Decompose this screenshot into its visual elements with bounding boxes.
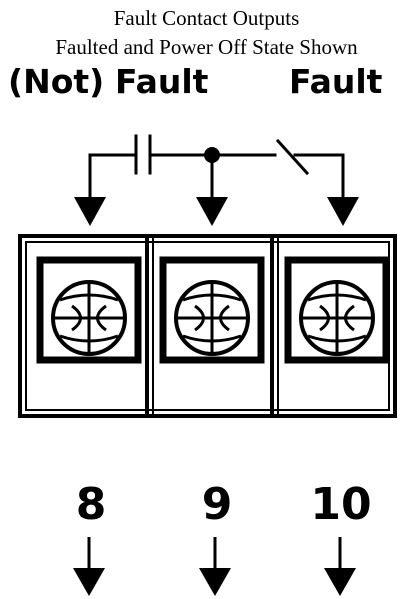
arrow-down-icon <box>196 197 228 226</box>
common-junction-dot <box>204 147 220 163</box>
terminal-number-8: 8 <box>75 479 107 530</box>
terminal-10 <box>284 256 390 364</box>
output-arrows <box>73 537 356 596</box>
screw-icon <box>174 280 250 356</box>
terminal-number-9: 9 <box>201 479 233 530</box>
arrow-down-icon <box>73 568 105 596</box>
terminal-8 <box>36 256 142 364</box>
arrow-down-icon <box>199 568 231 596</box>
not-label: (Not) <box>8 62 105 101</box>
closed-fault-contact-label: Fault <box>289 62 383 101</box>
terminal-9 <box>159 256 265 364</box>
closed-contact-bar <box>275 138 310 176</box>
open-fault-contact-label: Fault <box>115 62 209 101</box>
arrow-down-icon <box>324 568 356 596</box>
screw-icon <box>51 280 127 356</box>
screw-icon <box>299 280 375 356</box>
diagram-caption-line1: Fault Contact Outputs <box>113 6 300 30</box>
terminal-number-10: 10 <box>310 479 372 530</box>
diagram-caption-line2: Faulted and Power Off State Shown <box>55 35 358 59</box>
arrow-down-icon <box>74 197 106 226</box>
arrow-down-icon <box>327 197 359 226</box>
contact-wiring <box>88 134 345 202</box>
